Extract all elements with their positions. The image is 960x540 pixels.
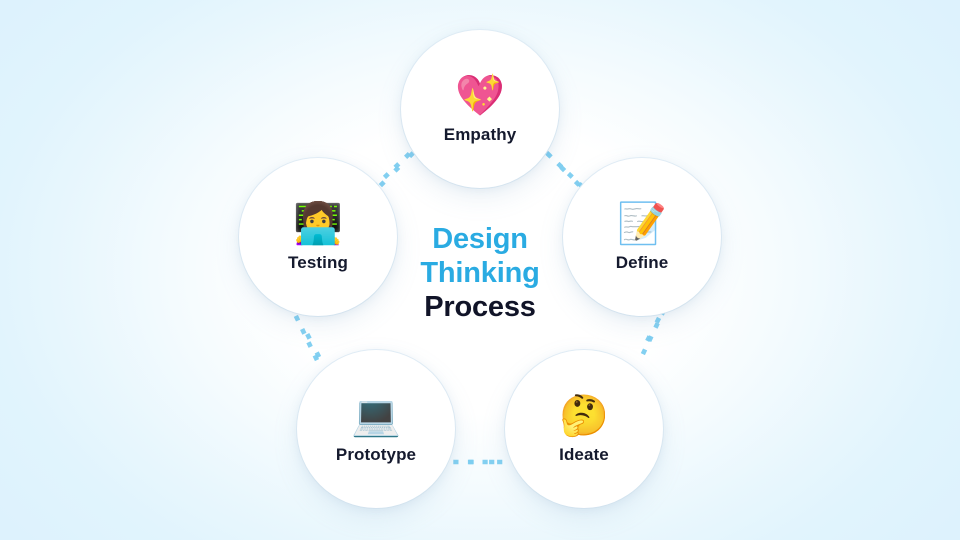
stage-label-empathy: Empathy	[443, 125, 517, 144]
stage-circle-prototype[interactable]: 💻 Prototype	[297, 350, 455, 508]
connector-testing-empathy-line	[378, 150, 416, 188]
stage-label-prototype: Prototype	[335, 445, 417, 464]
stage-circle-empathy[interactable]: 💖 Empathy	[401, 30, 559, 188]
connector-empathy-define-line	[544, 150, 582, 188]
diagram-title: Design Thinking Process	[0, 222, 960, 325]
connector-define-ideate-line	[636, 316, 662, 359]
stage-label-define: Define	[615, 253, 669, 272]
laptop-computer-icon: 💻	[351, 394, 401, 438]
stage-circle-testing[interactable]: 👩‍💻 Testing	[239, 158, 397, 316]
stage-circle-ideate[interactable]: 🤔 Ideate	[505, 350, 663, 508]
title-line-thinking: Thinking	[420, 257, 540, 290]
connector-prototype-testing-line	[296, 316, 322, 359]
sparkling-heart-icon: 💖	[455, 74, 505, 118]
title-line-process: Process	[424, 291, 536, 324]
memo-pencil-icon: 📝	[617, 202, 667, 246]
stage-label-testing: Testing	[288, 253, 348, 272]
stage-label-ideate: Ideate	[559, 445, 609, 464]
stage-circle-define[interactable]: 📝 Define	[563, 158, 721, 316]
connector-empathy-define	[552, 160, 572, 180]
woman-technologist-icon: 👩‍💻	[293, 202, 343, 246]
title-line-design: Design	[432, 223, 528, 255]
thinking-face-icon: 🤔	[559, 394, 609, 438]
